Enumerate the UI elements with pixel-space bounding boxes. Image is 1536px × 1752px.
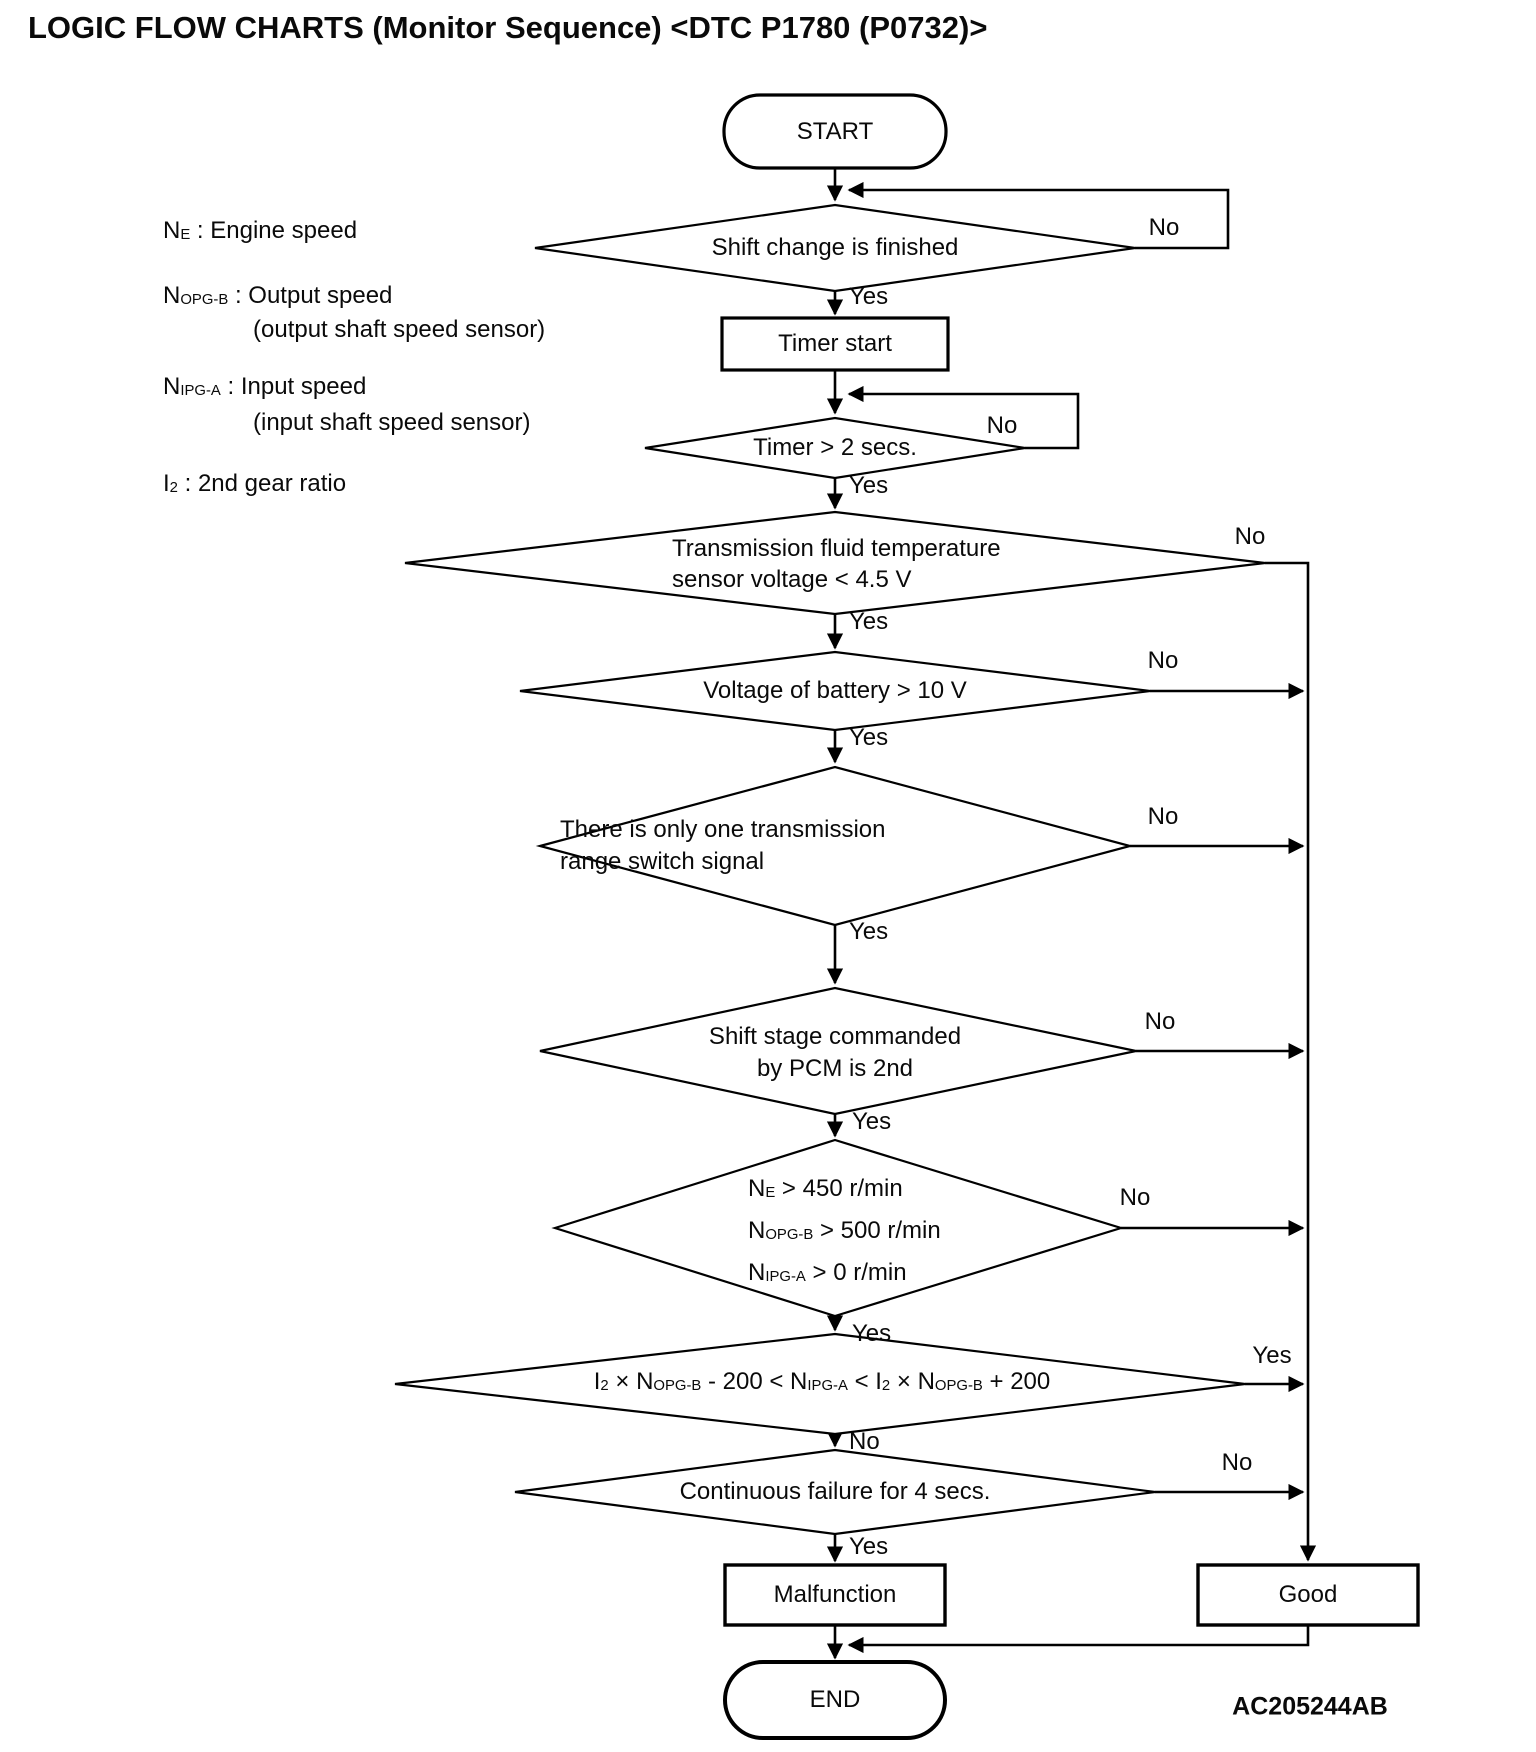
decision-range-switch-shape <box>535 765 1135 927</box>
decision-speeds-line3: NIPG-A > 0 r/min <box>748 1258 907 1286</box>
start-terminal-label: START <box>796 118 874 145</box>
legend-output-speed: NOPG-B : Output speed <box>163 282 393 309</box>
edge-label-yes-formula: Yes <box>1252 1342 1292 1369</box>
result-malfunction-shape <box>723 1563 947 1627</box>
decision-speeds-line2: NOPG-B > 500 r/min <box>748 1216 941 1244</box>
edge-no-fluid-temp-trunk-to-good <box>1265 561 1317 1562</box>
decision-timer-shape <box>644 416 1026 480</box>
page-title: LOGIC FLOW CHARTS (Monitor Sequence) <DT… <box>28 10 988 45</box>
legend-engine-speed: NE : Engine speed <box>163 217 358 244</box>
decision-continuous-failure-shape <box>514 1448 1156 1536</box>
result-malfunction-label: Malfunction <box>773 1581 897 1608</box>
edge-label-no-shift-stage: No <box>1144 1008 1176 1035</box>
decision-fluid-temp-line2: sensor voltage < 4.5 V <box>672 566 912 593</box>
legend-gear-ratio: I2 : 2nd gear ratio <box>163 470 347 497</box>
decision-fluid-temp-shape <box>404 510 1266 616</box>
start-terminal-shape <box>722 93 948 170</box>
decision-speeds-label: NE > 450 r/min NOPG-B > 500 r/min NIPG-A… <box>748 1170 941 1296</box>
legend-input-speed-note: (input shaft speed sensor) <box>253 409 531 436</box>
process-timer-start-label: Timer start <box>778 330 892 357</box>
decision-fluid-temp-line1: Transmission fluid temperature <box>672 535 1001 562</box>
edge-label-yes-range-switch: Yes <box>849 918 889 945</box>
edge-label-yes-fluid-temp: Yes <box>849 608 889 635</box>
figure-code: AC205244AB <box>1232 1692 1388 1721</box>
edge-label-no-battery: No <box>1147 647 1179 674</box>
edge-no-loop-timer-check <box>847 385 1080 450</box>
edge-label-no-timer: No <box>986 412 1018 439</box>
decision-shift-change-label: Shift change is finished <box>711 234 959 261</box>
decision-speeds-line1: NE > 450 r/min <box>748 1175 903 1202</box>
edge-label-no-shift-change: No <box>1148 214 1180 241</box>
edge-label-no-range-switch: No <box>1147 803 1179 830</box>
decision-shift-stage-shape <box>539 986 1137 1116</box>
edge-label-yes-shift-change: Yes <box>849 283 889 310</box>
decision-shift-stage-line2: by PCM is 2nd <box>756 1055 914 1082</box>
decision-timer-label: Timer > 2 secs. <box>753 434 917 461</box>
process-timer-start-shape <box>720 316 950 372</box>
legend-input-speed: NIPG-A : Input speed <box>163 373 367 400</box>
decision-battery-label: Voltage of battery > 10 V <box>703 677 967 704</box>
edge-label-no-continuous: No <box>1221 1449 1253 1476</box>
edge-no-loop-shift-change <box>847 181 1230 250</box>
edge-label-yes-continuous: Yes <box>849 1533 889 1560</box>
end-terminal-label: END <box>809 1686 861 1713</box>
result-good-label: Good <box>1278 1581 1338 1608</box>
edge-label-yes-shift-stage: Yes <box>852 1108 892 1135</box>
edge-label-no-speeds: No <box>1119 1184 1151 1211</box>
decision-continuous-failure-label: Continuous failure for 4 secs. <box>679 1478 991 1505</box>
decision-shift-stage-line1: Shift stage commanded <box>708 1023 962 1050</box>
legend-output-speed-note: (output shaft speed sensor) <box>253 316 546 343</box>
result-good-shape <box>1196 1563 1420 1627</box>
decision-shift-stage-label: Shift stage commanded by PCM is 2nd <box>709 1021 961 1085</box>
decision-shift-change-shape <box>534 203 1136 293</box>
edge-label-yes-battery: Yes <box>849 724 889 751</box>
end-terminal-shape <box>723 1660 947 1740</box>
decision-speeds-shape <box>551 1138 1125 1318</box>
decision-fluid-temp-label: Transmission fluid temperature sensor vo… <box>672 533 1001 595</box>
decision-range-switch-line2: range switch signal <box>560 848 765 875</box>
edge-good-to-end-junction <box>847 1625 1310 1654</box>
decision-formula-shape <box>394 1332 1246 1436</box>
decision-formula-label: I2 × NOPG-B - 200 < NIPG-A < I2 × NOPG-B… <box>593 1368 1051 1396</box>
edge-label-yes-timer: Yes <box>849 472 889 499</box>
edge-label-yes-speeds: Yes <box>852 1320 892 1347</box>
edge-label-no-fluid-temp: No <box>1234 523 1266 550</box>
decision-battery-shape <box>519 650 1151 732</box>
edge-label-no-formula: No <box>849 1428 880 1455</box>
decision-range-switch-line1: There is only one transmission <box>560 816 886 843</box>
decision-range-switch-label: There is only one transmission range swi… <box>560 814 885 878</box>
